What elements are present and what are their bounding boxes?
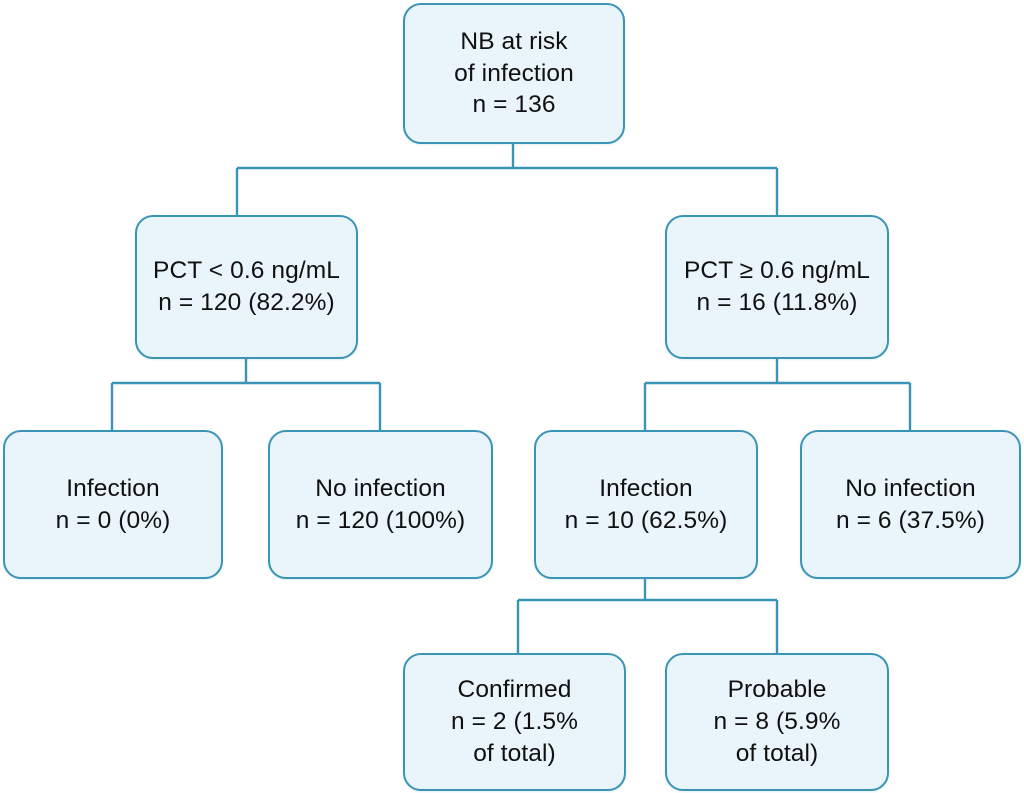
node-infection-high-line-1: Infection [599, 474, 693, 502]
edge-pcthigh-to-children [643, 359, 912, 430]
node-pct-low-line-2: n = 120 (82.2%) [158, 289, 335, 316]
node-pct-low-line-1: PCT < 0.6 ng/mL [153, 257, 340, 285]
node-confirmed-line-3: of total) [473, 739, 556, 767]
node-infection-high: Infection n = 10 (62.5%) [534, 430, 758, 579]
node-root-line-3: n = 136 [472, 91, 556, 119]
node-confirmed: Confirmed n = 2 (1.5% of total) [403, 653, 626, 791]
node-no-infection-low-line-2: n = 120 (100%) [295, 506, 466, 534]
node-probable: Probable n = 8 (5.9% of total) [665, 653, 889, 791]
node-no-infection-high-line-2: n = 6 (37.5%) [835, 506, 986, 534]
node-root: NB at risk of infection n = 136 [403, 3, 625, 144]
node-no-infection-high: No infection n = 6 (37.5%) [800, 430, 1021, 579]
node-infection-low-line-1: Infection [66, 474, 160, 502]
node-no-infection-low: No infection n = 120 (100%) [268, 430, 493, 579]
node-confirmed-line-1: Confirmed [457, 676, 572, 704]
edge-root-to-pct [235, 144, 779, 215]
node-root-line-1: NB at risk [460, 27, 568, 55]
node-root-line-2: of infection [454, 59, 574, 87]
node-infection-low-line-2: n = 0 (0%) [55, 506, 171, 534]
node-pct-high-line-2: n = 16 (11.8%) [696, 289, 858, 316]
node-infection-low: Infection n = 0 (0%) [3, 430, 223, 579]
node-probable-line-3: of total) [735, 739, 819, 767]
node-no-infection-low-line-1: No infection [315, 474, 446, 502]
node-pct-low: PCT < 0.6 ng/mL n = 120 (82.2%) [135, 215, 358, 359]
node-confirmed-line-2: n = 2 (1.5% [450, 708, 579, 736]
node-pct-high: PCT ≥ 0.6 ng/mL n = 16 (11.8%) [665, 215, 889, 359]
node-infection-high-line-2: n = 10 (62.5%) [564, 506, 728, 534]
node-no-infection-high-line-1: No infection [845, 474, 976, 502]
edge-pctlow-to-children [110, 359, 382, 430]
node-probable-line-1: Probable [727, 676, 827, 704]
node-pct-high-line-1: PCT ≥ 0.6 ng/mL [683, 257, 871, 285]
edge-infectionhigh-to-children [516, 579, 779, 653]
node-probable-line-2: n = 8 (5.9% [713, 708, 841, 736]
